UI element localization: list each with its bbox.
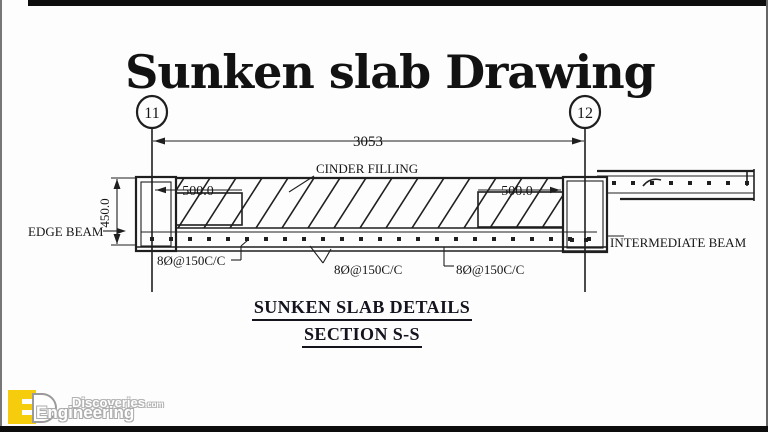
engineering-discoveries-logo: Discoveries.com Engineering [0, 386, 220, 426]
right-slab-extension [597, 169, 755, 201]
left-drop-dimension: 500.0 [155, 184, 242, 199]
logo-mark-icon [8, 390, 57, 424]
page-title: Sunken slab Drawing [125, 44, 656, 99]
depth-dimension-value: 450.0 [97, 198, 112, 227]
drawing-caption: SUNKEN SLAB DETAILS SECTION S-S [217, 297, 507, 348]
rebar-label-3: 8Ø@150C/C [456, 262, 524, 277]
bottom-slab-band [136, 231, 607, 252]
rebar-label-2: 8Ø@150C/C [334, 262, 402, 277]
intermediate-beam-callout: INTERMEDIATE BEAM [607, 235, 747, 250]
rebar-callout-3: 8Ø@150C/C [443, 247, 524, 277]
cinder-filling-label: CINDER FILLING [316, 161, 418, 176]
left-frame-edge [0, 0, 2, 426]
mid-rebar-hook [642, 178, 662, 187]
rebar-callout-1: 8Ø@150C/C [157, 239, 249, 268]
span-dimension-value: 3053 [353, 134, 383, 150]
caption-subtitle: SECTION S-S [302, 324, 422, 348]
logo-discoveries-text: Discoveries.com [72, 395, 164, 410]
logo-engineering-text: Engineering [36, 403, 135, 422]
grid-bubble-12: 12 [568, 94, 602, 130]
rebar-callout-2: 8Ø@150C/C [309, 245, 402, 277]
span-dimension: 3053 [153, 134, 584, 150]
caption-title: SUNKEN SLAB DETAILS [251, 297, 473, 321]
grid-bubble-11: 11 [135, 94, 169, 130]
cinder-hatch-pattern [176, 178, 563, 228]
intermediate-beam-label: INTERMEDIATE BEAM [610, 235, 747, 250]
grid-bubble-11-label: 11 [144, 105, 159, 122]
top-frame-bar [28, 0, 768, 6]
bottom-frame-bar [0, 426, 768, 432]
right-drop-dimension: 500.0 [478, 184, 561, 199]
left-drop-dimension-value: 500.0 [182, 184, 214, 199]
edge-beam-label: EDGE BEAM [28, 224, 104, 239]
right-drop-dimension-value: 500.0 [501, 184, 533, 199]
grid-bubble-12-label: 12 [577, 105, 593, 122]
right-frame-edge [766, 0, 768, 426]
edge-beam-callout: EDGE BEAM [28, 224, 126, 239]
rebar-label-1: 8Ø@150C/C [157, 253, 225, 268]
bottom-slab-rebar-dots [150, 237, 591, 241]
left-drop-outline [175, 192, 243, 226]
right-slab-rebar-dots [612, 181, 749, 185]
intermediate-beam-section [561, 175, 609, 254]
